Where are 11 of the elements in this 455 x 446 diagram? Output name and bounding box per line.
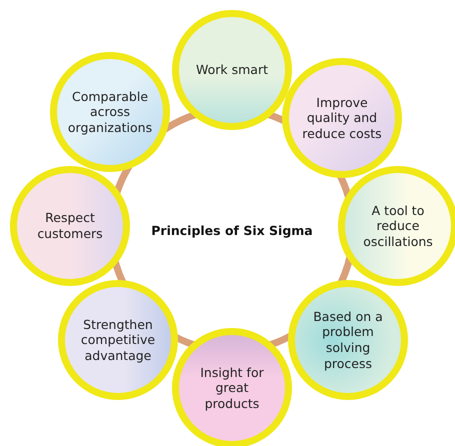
principle-label: Respect customers xyxy=(36,210,104,242)
center-title: Principles of Six Sigma xyxy=(151,222,313,238)
principle-label: Improve quality and reduce costs xyxy=(301,94,383,142)
principle-label: Strengthen competitive advantage xyxy=(80,316,156,364)
principle-label: Work smart xyxy=(194,62,269,78)
principle-label: Based on a problem solving process xyxy=(312,308,384,372)
principle-label: Comparable across organizations xyxy=(66,88,154,136)
principle-label: A tool to reduce oscillations xyxy=(362,202,434,250)
principle-circle xyxy=(172,328,292,446)
principle-label: Insight for great products xyxy=(199,364,265,412)
principle-circle xyxy=(338,166,455,286)
